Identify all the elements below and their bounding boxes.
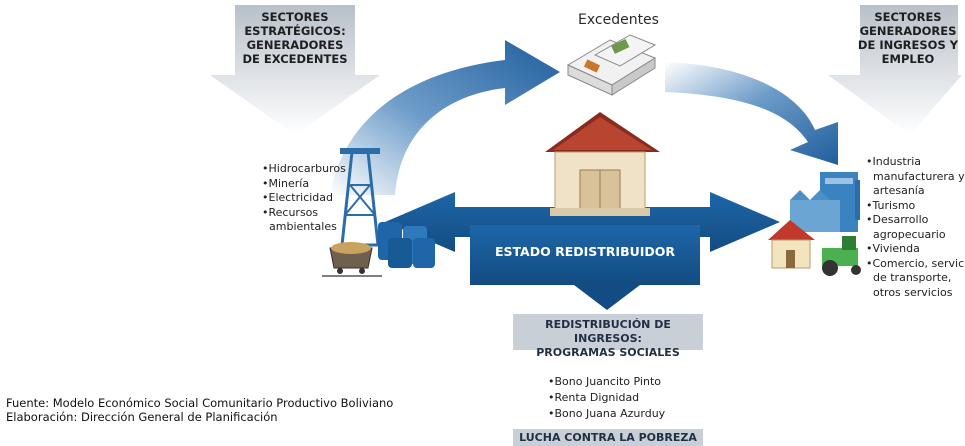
mining-cart-icon (322, 242, 382, 277)
list-item: otros servicios (873, 285, 953, 299)
surplus-arc-right (665, 62, 838, 165)
list-item: •Bono Juancito Pinto (548, 375, 661, 388)
list-item: •Vivienda (866, 242, 920, 255)
poverty-band: LUCHA CONTRA LA POBREZA (513, 429, 703, 446)
strategic-sectors-list: •Hidrocarburos •Minería •Electricidad •R… (262, 162, 346, 235)
state-building-icon (545, 112, 660, 216)
list-item: agropecuario (873, 227, 946, 241)
list-item: •Comercio, servicios (866, 256, 965, 270)
list-item: artesanía (873, 184, 925, 197)
income-sectors-header: SECTORES GENERADORES DE INGRESOS Y EMPLE… (857, 10, 959, 66)
strategic-sectors-header: SECTORES ESTRATÉGICOS: GENERADORES DE EX… (242, 10, 348, 66)
oil-barrels-icon (378, 222, 435, 268)
income-sectors-list: •Industria manufacturera y artesanía •Tu… (866, 155, 965, 300)
list-item: •Bono Juana Azurduy (548, 407, 666, 420)
list-item: •Recursos (262, 205, 319, 219)
state-double-arrow (385, 192, 780, 310)
list-item: manufacturera y (873, 169, 965, 183)
list-item: •Hidrocarburos (262, 162, 346, 175)
surplus-arc-left (330, 40, 560, 195)
list-item: •Turismo (866, 198, 916, 212)
income-funnel-arrow (828, 5, 962, 135)
redistribution-band: REDISTRIBUCIÓN DE INGRESOS: PROGRAMAS SO… (513, 314, 703, 359)
list-item: •Renta Dignidad (548, 391, 640, 404)
list-item: •Desarrollo (866, 213, 929, 226)
state-label: ESTADO REDISTRIBUIDOR (494, 244, 676, 259)
list-item: •Minería (262, 176, 310, 190)
factory-icon (790, 172, 860, 232)
programs-list: •Bono Juancito Pinto •Renta Dignidad •Bo… (548, 374, 665, 422)
surplus-label: Excedentes (578, 12, 659, 28)
list-item: •Electricidad (262, 191, 334, 204)
money-stack-icon (566, 34, 657, 96)
strategic-funnel-arrow (210, 5, 380, 135)
list-item: ambientales (269, 220, 337, 233)
list-item: de transporte, (873, 271, 952, 284)
list-item: •Industria (866, 155, 922, 168)
source-note: Fuente: Modelo Económico Social Comunita… (6, 396, 394, 424)
tractor-icon (822, 236, 861, 276)
house-icon (768, 220, 815, 269)
